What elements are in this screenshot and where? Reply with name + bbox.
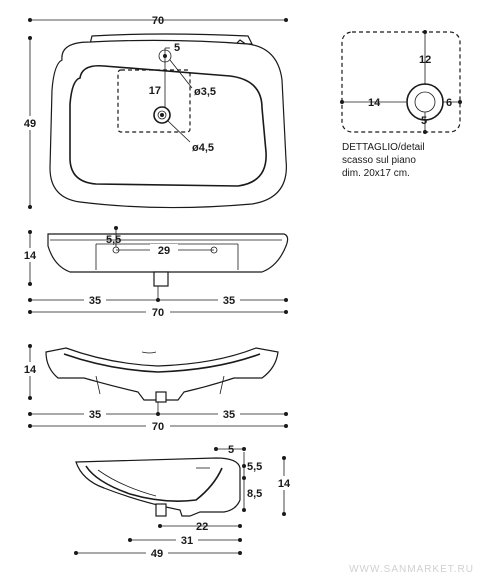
front-half-left-label: 35	[89, 295, 101, 307]
front-total-label: 70	[152, 307, 164, 319]
detail-caption-1: DETTAGLIO/detail	[342, 142, 425, 153]
detail-depth-label: 12	[419, 54, 431, 66]
drain-hole-label: ø4,5	[192, 142, 214, 154]
detail-left-label: 14	[368, 97, 381, 109]
section-height-label: 14	[24, 364, 37, 376]
side-lower-label: 8,5	[247, 488, 262, 500]
side-upper-label: 5,5	[247, 461, 262, 473]
basin-section	[45, 347, 279, 401]
side-view: 5 5,5 8,5 14 22 31 49	[74, 444, 294, 560]
side-dim-49-label: 49	[151, 548, 163, 560]
bowl-inner-top	[69, 64, 267, 187]
fix-distance-label: 29	[158, 245, 170, 257]
basin-side	[75, 457, 241, 517]
section-half-left-label: 35	[89, 409, 101, 421]
top-width-label: 70	[152, 15, 164, 27]
hole-offset-label: 5	[174, 42, 180, 54]
detail-view: 12 14 6 5 DETTAGLIO/detail scasso sul pi…	[340, 30, 462, 179]
top-height-label: 49	[24, 118, 36, 130]
section-total-label: 70	[152, 421, 164, 433]
front-height-label: 14	[24, 250, 37, 262]
top-view: 70 49 5 17 ø3,5 ø4,5	[20, 15, 288, 209]
side-dim-31-label: 31	[181, 535, 193, 547]
detail-caption-2: scasso sul piano	[342, 155, 416, 166]
tap-hole-label: ø3,5	[194, 86, 216, 98]
detail-caption-3: dim. 20x17 cm.	[342, 168, 410, 179]
side-height-label: 14	[278, 478, 291, 490]
recess-depth-label: 17	[149, 85, 161, 97]
front-view: 14 29 5,5 35 35 70	[20, 226, 289, 319]
front-half-right-label: 35	[223, 295, 235, 307]
basin-outline-top	[49, 39, 287, 209]
fix-offset-label: 5,5	[106, 234, 121, 246]
detail-right-label: 6	[446, 97, 452, 109]
watermark: WWW.SANMARKET.RU	[349, 564, 474, 575]
detail-bottom-label: 5	[421, 115, 427, 127]
section-half-right-label: 35	[223, 409, 235, 421]
side-dim-22-label: 22	[196, 521, 208, 533]
side-top-offset-label: 5	[228, 444, 234, 456]
section-view: 14 35 35 70	[20, 344, 288, 433]
